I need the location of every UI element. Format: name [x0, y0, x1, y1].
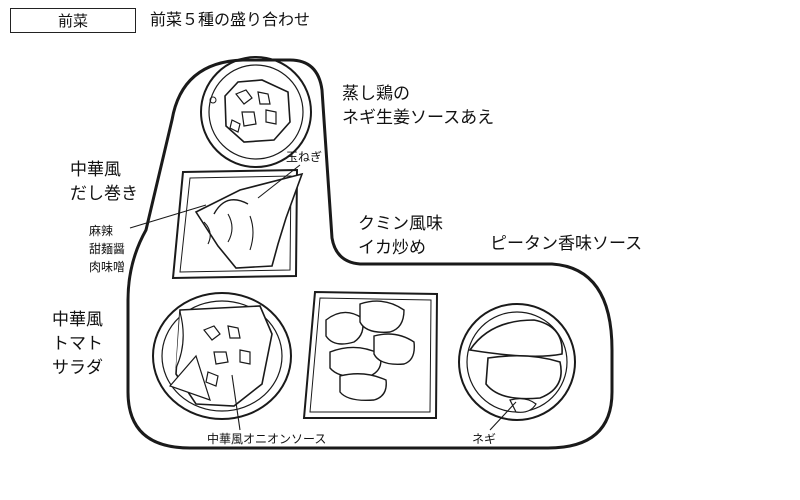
category-label: 前菜	[57, 12, 88, 30]
steamed-chicken-plate	[200, 56, 312, 168]
tomato-salad-label-2: トマト	[52, 334, 103, 354]
leader-negi	[489, 401, 517, 431]
tamanegi-label: 玉ねぎ	[286, 150, 323, 164]
page-title: 前菜５種の盛り合わせ	[150, 10, 311, 29]
leader-tamanegi	[257, 164, 301, 199]
pidan-plate	[458, 303, 576, 421]
leader-lines	[129, 164, 517, 431]
tomato-salad-plate	[152, 292, 292, 420]
tomato-salad-label-3: サラダ	[52, 358, 103, 378]
category-tag: 前菜	[10, 8, 136, 33]
negi-label: ネギ	[472, 432, 497, 446]
onion-sauce-label: 中華風オニオンソース	[207, 432, 327, 446]
leader-mala	[129, 204, 207, 229]
cumin-squid-label-1: クミン風味	[358, 214, 443, 234]
dashimaki-plate	[171, 168, 304, 280]
niku-miso-label: 肉味噌	[89, 260, 126, 274]
cumin-squid-plate	[302, 290, 439, 419]
tomato-salad-label-1: 中華風	[52, 310, 103, 330]
mala-label: 麻辣	[89, 224, 114, 238]
steamed-chicken-label-2: ネギ生姜ソースあえ	[342, 108, 495, 128]
pidan-label: ピータン香味ソース	[490, 234, 643, 254]
tianmianjiang-label: 甜麺醤	[89, 242, 126, 256]
dashimaki-label-2: だし巻き	[70, 184, 138, 204]
platter-outline	[126, 58, 614, 450]
steamed-chicken-label-1: 蒸し鶏の	[342, 84, 410, 104]
dashimaki-label-1: 中華風	[70, 160, 121, 180]
cumin-squid-label-2: イカ炒め	[358, 238, 426, 258]
leader-onion-sauce	[231, 374, 241, 431]
